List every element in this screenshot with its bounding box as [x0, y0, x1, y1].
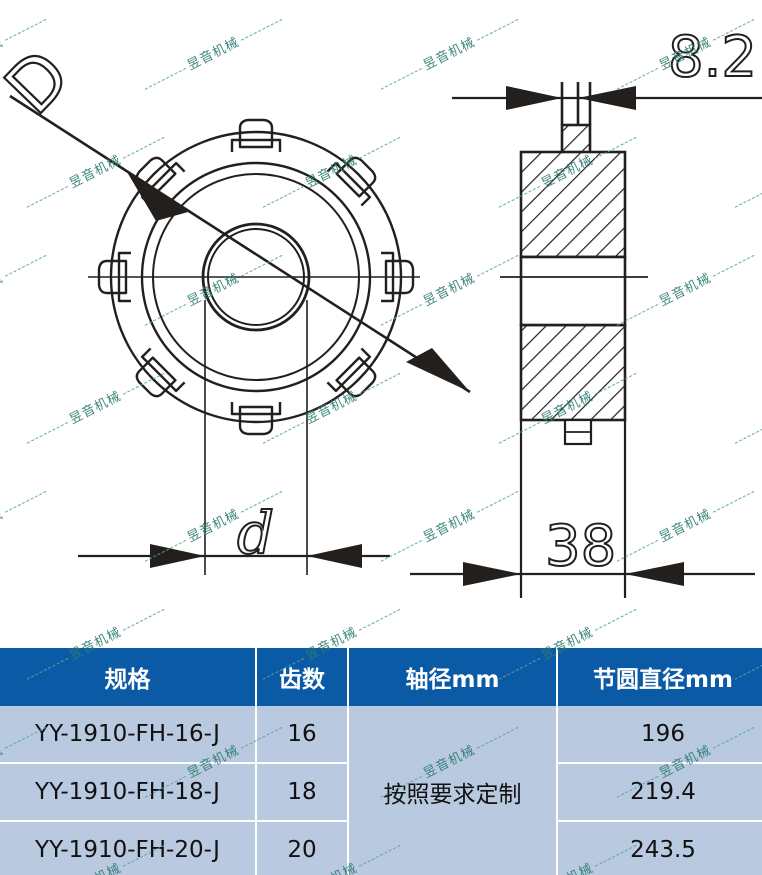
sprocket-teeth-group	[97, 118, 415, 436]
dimension-8-2-arrow-right	[578, 86, 636, 110]
sprocket-front-view: D d	[0, 33, 471, 575]
table-row: YY-1910-FH-18-J 18 219.4	[0, 762, 762, 821]
dimension-38-text: 38	[545, 514, 616, 579]
sprocket-bore-circle	[201, 222, 311, 332]
specification-table: 规格 齿数 轴径mm 节圆直径mm YY-1910-FH-16-J 16 按照要…	[0, 648, 762, 875]
column-header-teeth: 齿数	[255, 648, 348, 706]
column-header-pitch-diameter: 节圆直径mm	[556, 648, 762, 706]
cell-spec: YY-1910-FH-18-J	[0, 762, 256, 821]
section-keyway-tongue	[560, 123, 592, 152]
dimension-8-2-text: 8.2	[668, 25, 757, 90]
cell-spec: YY-1910-FH-16-J	[0, 706, 256, 763]
sprocket-hub-circle	[152, 173, 360, 381]
sprocket-outer-circle	[109, 130, 403, 424]
dimension-8-2-arrow-left	[506, 86, 562, 110]
cell-pitch: 243.5	[556, 820, 762, 875]
label-D: D	[0, 34, 86, 130]
section-bottom-hub-block	[519, 323, 627, 422]
section-top-hub-block	[519, 150, 627, 259]
sprocket-section-view: 8.2 38	[410, 24, 762, 598]
dimension-d-arrow-left	[150, 544, 205, 568]
table-header-row: 规格 齿数 轴径mm 节圆直径mm	[0, 648, 762, 706]
cell-pitch: 219.4	[556, 762, 762, 821]
table-row: YY-1910-FH-20-J 20 243.5	[0, 820, 762, 875]
cell-shaft-diameter-merged: 按照要求定制	[347, 706, 557, 875]
cell-teeth: 20	[255, 820, 348, 875]
table-row: YY-1910-FH-16-J 16 按照要求定制 196	[0, 706, 762, 875]
dimension-38-arrow-left	[463, 562, 521, 586]
sprocket-rim-inner-circle	[140, 161, 372, 393]
cell-teeth: 18	[255, 762, 348, 821]
engineering-drawing-area: D d	[0, 24, 762, 598]
column-header-spec: 规格	[0, 648, 256, 706]
diameter-D-leader-line	[9, 94, 471, 394]
diameter-D-arrowhead-left	[127, 172, 188, 221]
cell-spec: YY-1910-FH-20-J	[0, 820, 256, 875]
cell-pitch: 196	[556, 706, 762, 763]
diameter-D-arrowhead-right	[406, 348, 470, 392]
cell-teeth: 16	[255, 706, 348, 763]
dimension-38-arrow-right	[625, 562, 684, 586]
label-d: d	[237, 499, 274, 567]
dimension-d-arrow-right	[307, 544, 362, 568]
section-bore-region	[519, 255, 627, 327]
sprocket-bore-inner-circle	[207, 228, 305, 326]
drawing-svg: D d	[0, 24, 762, 598]
column-header-shaft-diameter: 轴径mm	[347, 648, 557, 706]
